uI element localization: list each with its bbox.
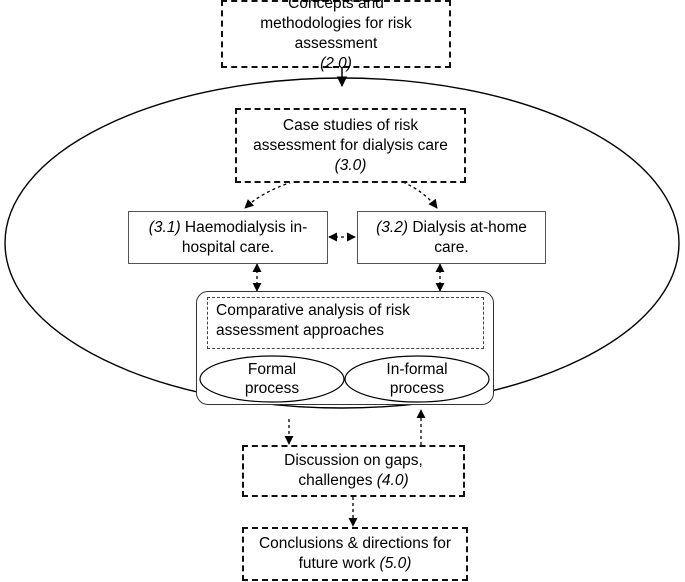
formal-label: Formal process	[232, 359, 312, 399]
case-studies-box: Case studies of risk assessment for dial…	[235, 108, 466, 183]
informal-oval	[344, 355, 490, 403]
conclusions-ref: (5.0)	[379, 555, 412, 572]
concepts-box: Concepts and methodologies for risk asse…	[221, 0, 451, 72]
discussion-box: Discussion on gaps, challenges (4.0)	[242, 445, 465, 497]
case-studies-ref: (3.0)	[334, 156, 367, 174]
arrow-case-to-haemodialysis	[244, 181, 293, 209]
conclusions-box: Conclusions & directions for future work…	[242, 527, 468, 581]
discussion-text: Discussion on gaps, challenges	[284, 452, 423, 489]
haemodialysis-text: Haemodialysis in-hospital care.	[181, 218, 308, 256]
discussion-ref: (4.0)	[376, 472, 409, 489]
home-dialysis-box: (3.2) Dialysis at-home care.	[357, 211, 546, 264]
conclusions-text: Conclusions & directions for future work	[258, 535, 452, 572]
formal-text: Formal process	[244, 361, 300, 397]
haemodialysis-ref: (3.1)	[148, 218, 181, 236]
home-dialysis-text: Dialysis at-home care.	[412, 218, 527, 256]
formal-oval	[199, 355, 345, 403]
comparative-box: Comparative analysis of risk assessment …	[207, 297, 484, 349]
informal-label: In-formal process	[372, 359, 462, 399]
case-studies-text: Case studies of risk assessment for dial…	[253, 116, 448, 154]
concepts-text: Concepts and methodologies for risk asse…	[260, 0, 412, 52]
arrow-case-to-home	[402, 181, 438, 209]
home-dialysis-ref: (3.2)	[376, 218, 408, 236]
concepts-ref: (2.0)	[320, 55, 352, 72]
comparative-text: Comparative analysis of risk assessment …	[216, 302, 410, 339]
informal-text: In-formal process	[386, 361, 448, 397]
haemodialysis-box: (3.1) Haemodialysis in-hospital care.	[128, 211, 328, 264]
process-ovals	[199, 355, 490, 403]
